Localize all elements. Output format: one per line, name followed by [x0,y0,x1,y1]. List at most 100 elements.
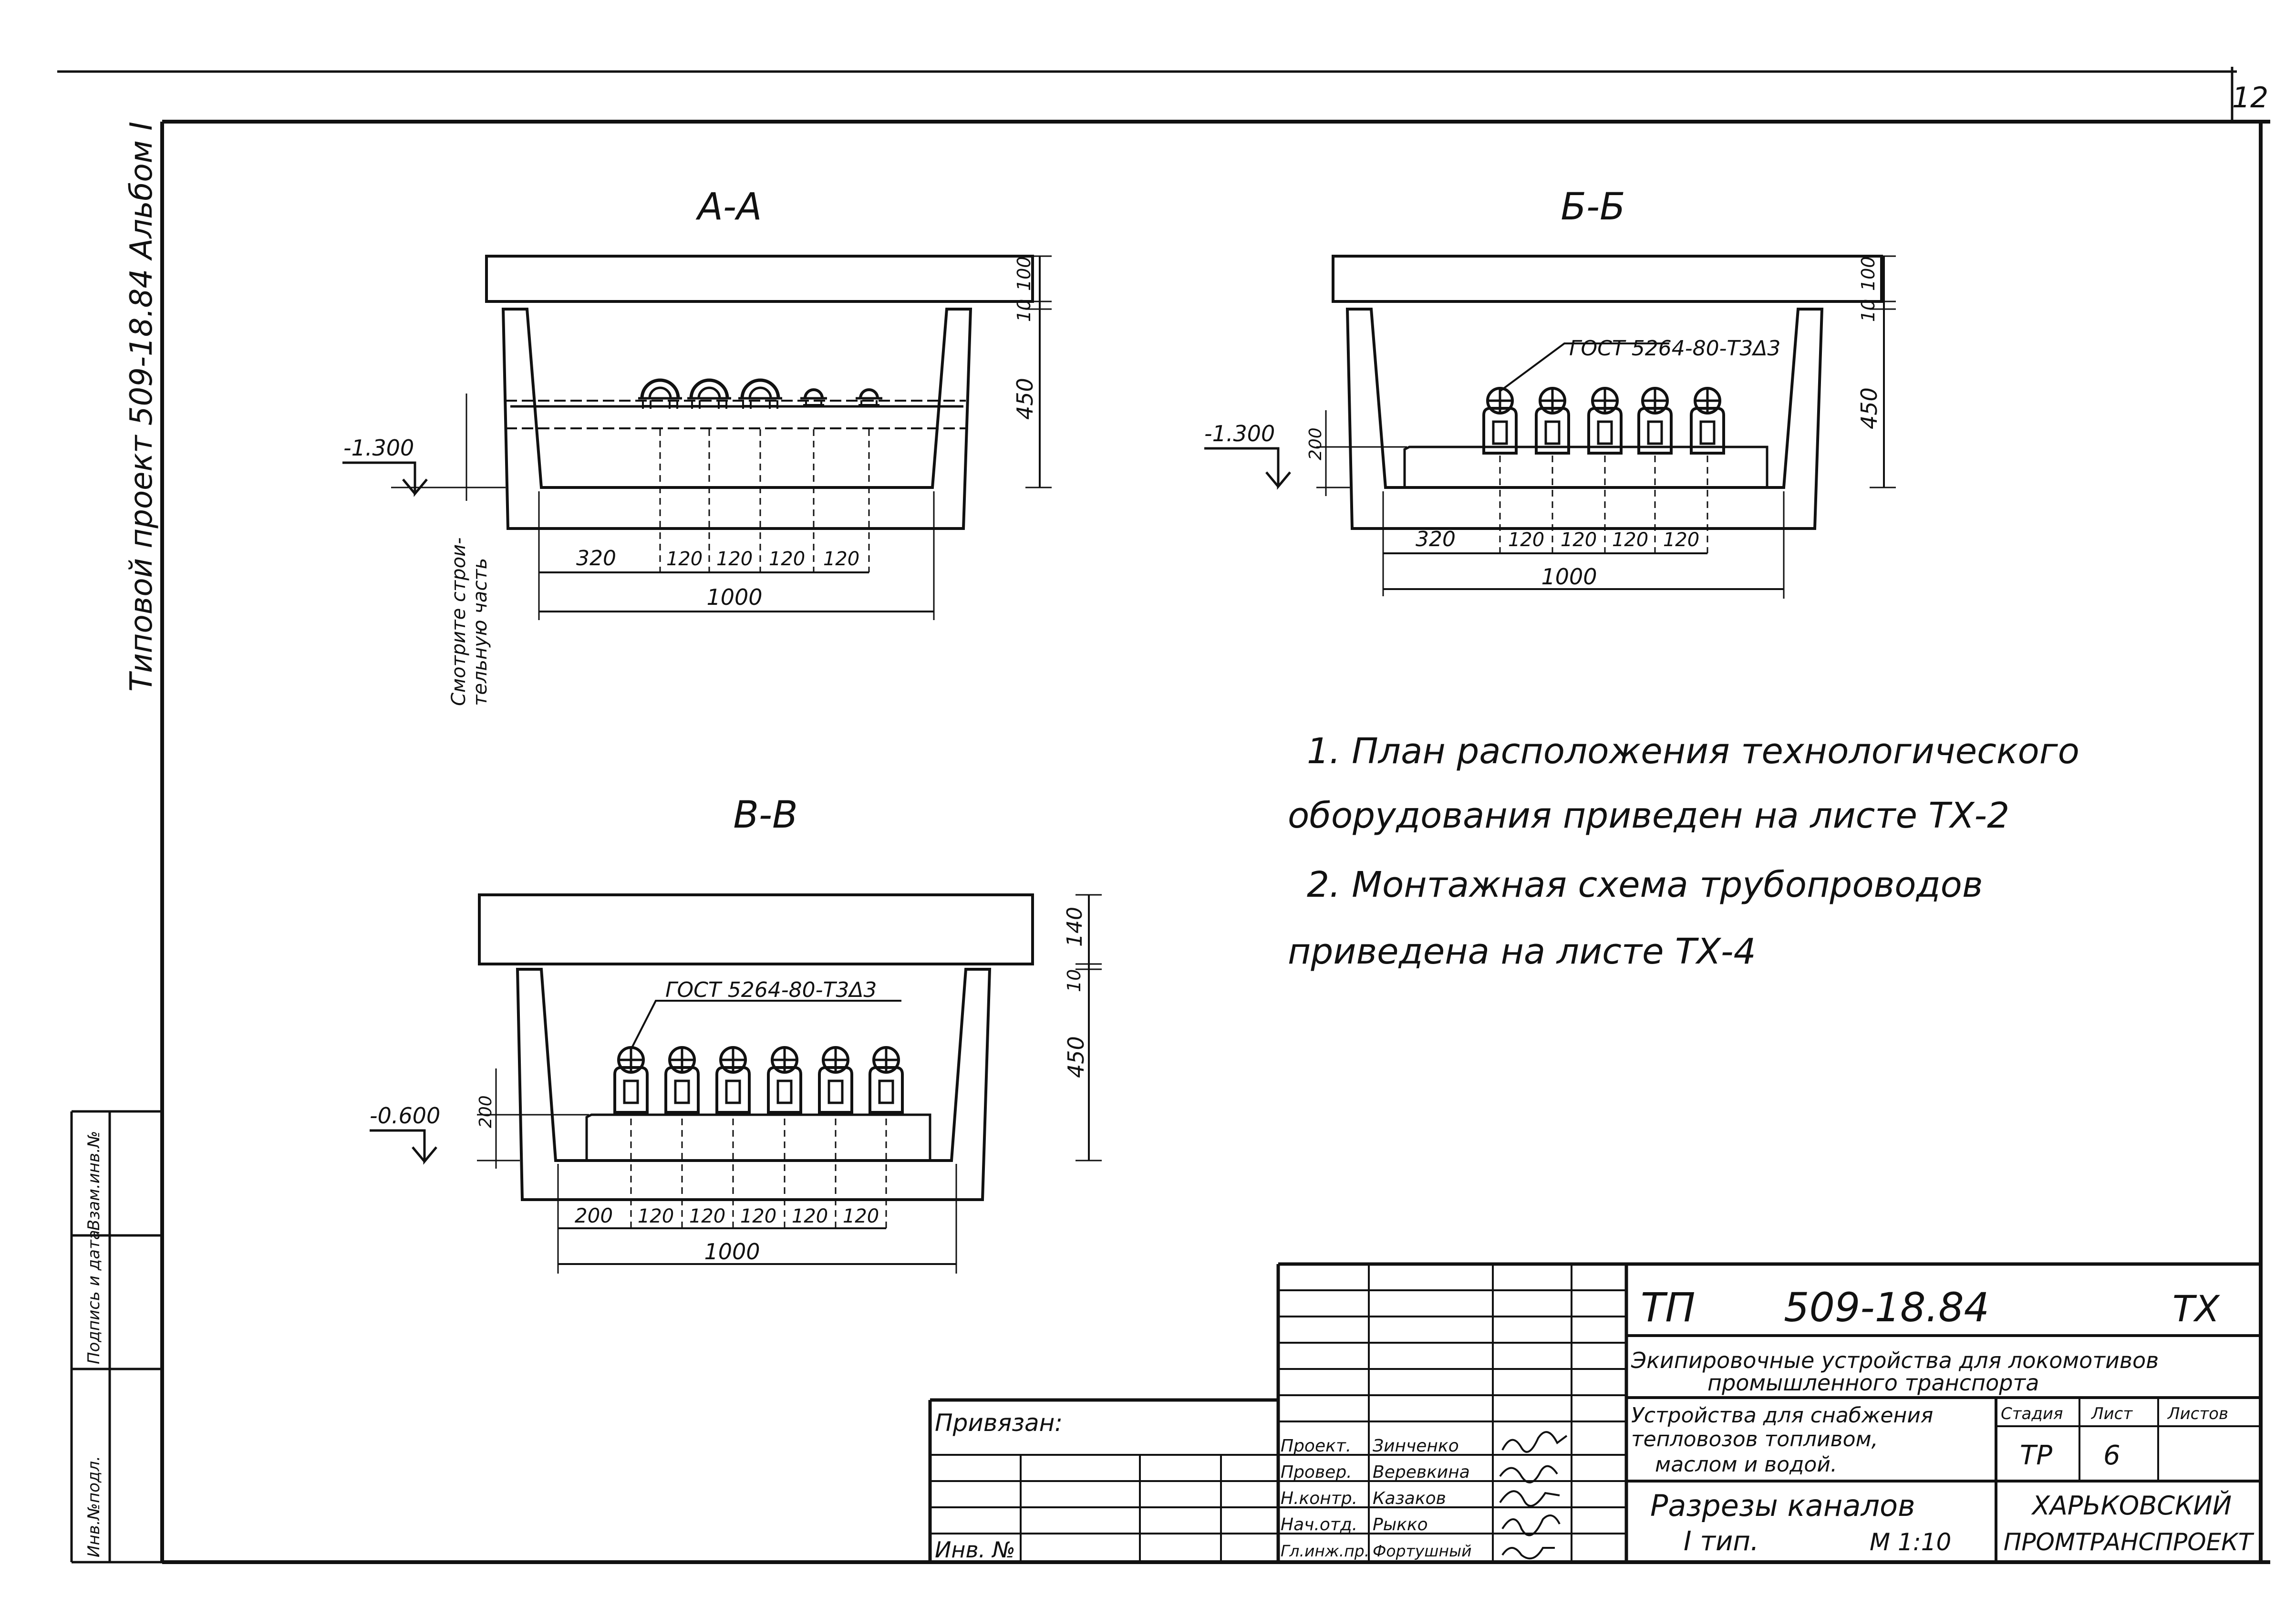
organization-line-1: ХАРЬКОВСКИЙ [2031,1491,2232,1521]
section-bb-valve-3 [1589,388,1621,453]
section-vv-elevation: -0.600 [370,1103,440,1129]
section-vv-gost-label: ГОСТ 5264-80-Т3Δ3 [665,978,877,1002]
left-strip-replaces-inv: Взам.инв.№ [84,1131,103,1231]
section-vv-height-200: 200 [476,1095,496,1128]
section-aa-pipe-5 [856,390,882,407]
section-bb-gost-label: ГОСТ 5264-80-Т3Δ3 [1569,336,1780,361]
section-aa-dim-h3: 450 [1012,378,1038,420]
note-line-3: 2. Монтажная схема трубопроводов [1307,864,1983,905]
project-number: 509-18.84 [1784,1284,1989,1331]
section-bb-channel [1345,308,1824,530]
subtitle-line-1: Устройства для снабжения [1631,1403,1933,1428]
sheet-label: Лист [2090,1404,2133,1423]
left-strip-signature-date: Подпись и дата [84,1230,103,1364]
section-vv-spacing-6: 120 [843,1205,879,1227]
section-vv-spacing-4: 120 [740,1205,776,1227]
project-code: ТП [1641,1284,1695,1331]
subtitle-line-3: маслом и водой. [1655,1452,1837,1477]
sheet-type: ТХ [2172,1287,2220,1330]
note-line-1: 1. План расположения технологического [1307,731,2079,772]
section-bb-support-base [1403,446,1769,489]
section-bb-spacing-3: 120 [1561,529,1597,551]
section-aa-note-line1: Смотрите строи- [448,538,470,706]
note-line-4: приведена на листе ТХ-4 [1288,931,1756,972]
section-aa-channel [501,308,972,530]
section-vv-overall: 1000 [704,1239,760,1265]
inventory-label: Инв. № [935,1537,1015,1563]
section-bb-valve-5 [1691,388,1724,453]
section-bb-dim-h2: 10 [1858,299,1879,322]
sheet-frame [57,67,2270,1564]
role-1: Проект. [1281,1436,1351,1456]
subtitle-line-2: тепловозов топливом, [1631,1427,1878,1451]
section-bb-height-200: 200 [1306,427,1325,460]
section-aa-spacing-2: 120 [666,548,703,570]
signatures [1499,1431,1568,1560]
section-aa-pipe-2 [687,380,731,409]
section-bb-elevation: -1.300 [1204,421,1275,446]
section-bb-spacing-2: 120 [1508,529,1544,551]
section-vv-channel [516,968,992,1201]
title-block [928,1262,2261,1562]
section-vv-support-base [585,1113,931,1162]
section-bb: Б-Б [1204,186,1896,599]
section-vv: В-В [370,794,1102,1274]
section-aa-dim-h2: 10 [1014,299,1034,322]
section-aa-pipe-3 [738,380,782,409]
section-vv-title: В-В [733,794,797,837]
section-bb-dim-h3: 450 [1856,387,1882,429]
section-vv-dim-h1: 140 [1063,907,1087,947]
note-line-2: оборудования приведен на листе ТХ-2 [1288,795,2009,836]
section-aa-spacing-3: 120 [716,548,753,570]
role-5: Гл.инж.пр. [1281,1542,1369,1560]
section-aa-elevation: -1.300 [343,435,414,461]
drawing-scale: М 1:10 [1870,1528,1951,1556]
title-block-text: ТП 509-18.84 ТХ Экипировочные устройства… [935,1284,2255,1563]
section-bb-valve-2 [1536,388,1569,453]
section-vv-dim-h2: 10 [1064,969,1085,992]
section-vv-cover-slab [478,893,1034,965]
section-aa-pipe-1 [638,380,682,409]
section-vv-valve-6 [870,1047,902,1112]
sheet-number: 12 [2232,81,2268,114]
section-vv-valve-5 [819,1047,852,1112]
section-bb-spacing-4: 120 [1612,529,1648,551]
section-vv-spacing-2: 120 [638,1205,674,1227]
section-aa-overall: 1000 [706,584,762,610]
section-vv-spacing-5: 120 [792,1205,828,1227]
section-aa-note-line2: тельную часть [469,558,491,706]
role-4: Нач.отд. [1281,1515,1357,1534]
stage-value: ТР [2020,1440,2052,1471]
section-aa-title: А-А [695,186,762,228]
section-bb-valve-1 [1484,388,1516,453]
left-strip-inv-orig: Инв.№подл. [84,1456,103,1557]
drawing-name-line-2: I тип. [1684,1526,1759,1557]
section-aa-spacing-1: 320 [576,546,616,570]
section-vv-dim-h3: 450 [1063,1036,1089,1078]
title-line-2: промышленного транспорта [1707,1370,2039,1396]
title-line-1: Экипировочные устройства для локомотивов [1631,1348,2159,1373]
section-bb-dim-h1: 100 [1858,256,1879,291]
section-vv-valve-2 [666,1047,698,1112]
section-aa: А-А [342,186,1052,620]
section-vv-spacing-1: 200 [575,1204,613,1227]
name-2: Веревкина [1373,1462,1470,1482]
bound-label: Привязан: [935,1409,1063,1437]
section-bb-overall: 1000 [1541,564,1597,590]
sheet-value: 6 [2103,1440,2120,1471]
general-notes: 1. План расположения технологического об… [1288,731,2079,972]
drawing-name-line-1: Разрезы каналов [1650,1488,1915,1523]
section-aa-cover-slab [485,255,1034,303]
section-aa-spacing-5: 120 [823,548,859,570]
sheets-label: Листов [2167,1404,2228,1423]
section-aa-spacing-4: 120 [769,548,805,570]
organization-line-2: ПРОМТРАНСПРОЕКТ [2004,1528,2255,1556]
section-vv-spacing-3: 120 [689,1205,725,1227]
section-bb-spacing-1: 320 [1416,527,1456,551]
section-bb-cover-slab [1332,255,1883,303]
role-3: Н.контр. [1281,1489,1357,1508]
section-aa-dim-h1: 100 [1014,256,1034,291]
section-aa-pipe-4 [800,390,827,407]
name-3: Казаков [1373,1489,1446,1508]
